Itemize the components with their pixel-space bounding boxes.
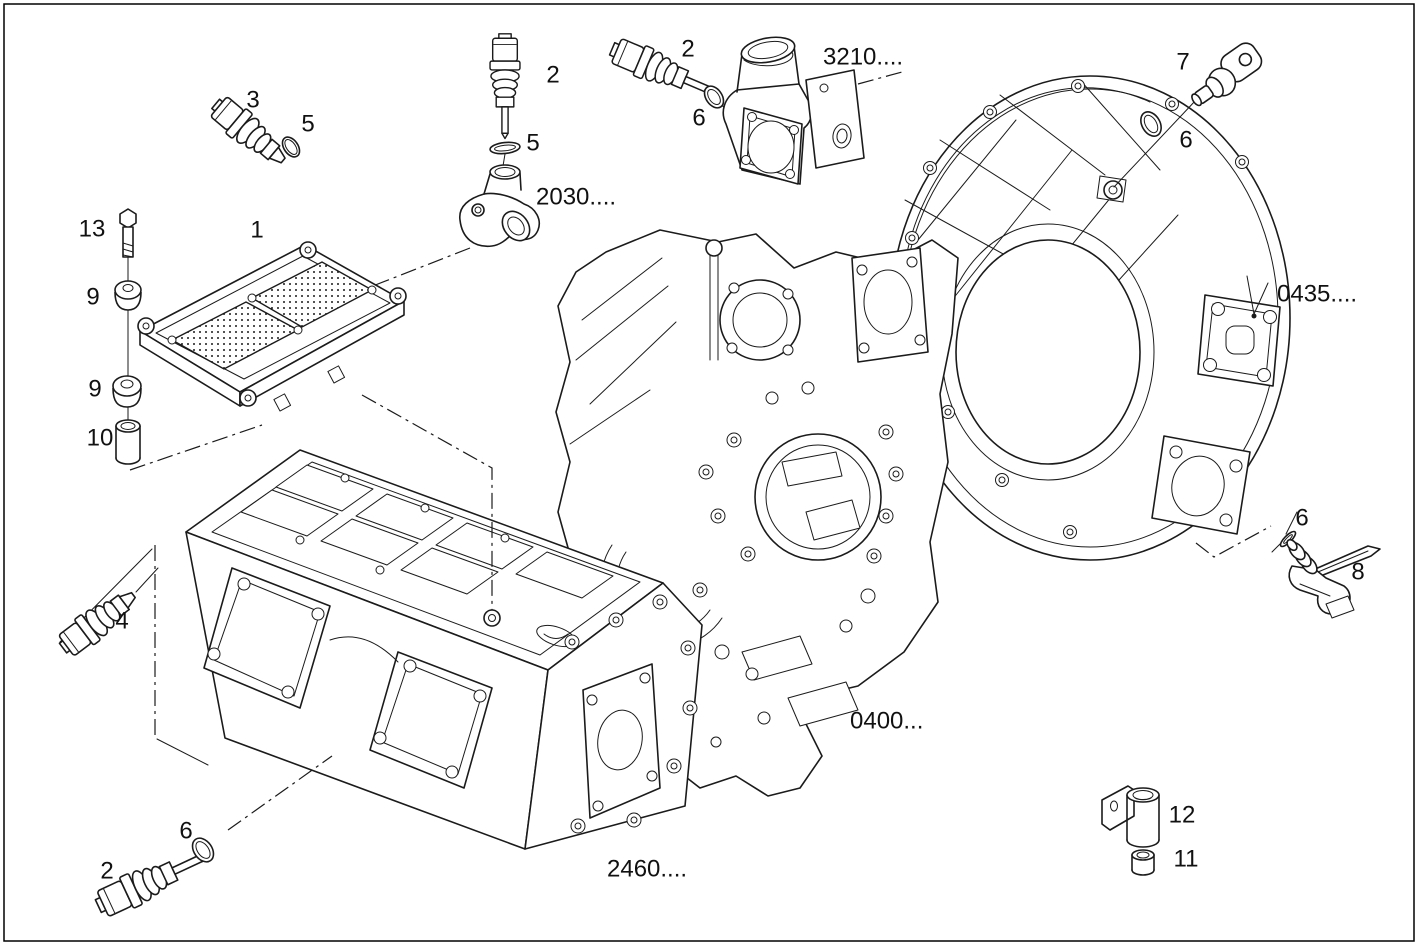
temp-sensor-2-top-drawing: [489, 33, 521, 140]
flywheel-housing-drawing: [889, 75, 1291, 561]
crankcase-end-flange: [582, 663, 661, 819]
ecu-mount-ears: [137, 241, 407, 407]
callout-9-14: 9: [86, 284, 99, 311]
block-right-flange: [851, 247, 929, 363]
grommet-upper-drawing: [114, 280, 142, 311]
crankcase-drawing: [185, 449, 703, 850]
pressure-switch-4-drawing: [52, 581, 144, 662]
page-border: [3, 3, 1415, 942]
block-cylinder-bore: [754, 433, 882, 561]
callout-7-12: 7: [1176, 49, 1189, 76]
speed-sensor-8-drawing: [1286, 538, 1381, 619]
crankcase-left-pads: [203, 567, 493, 789]
callout-5-6: 5: [301, 111, 314, 138]
callout-3-4: 3: [246, 87, 259, 114]
bush-11-drawing: [1131, 849, 1155, 876]
thermostat-housing-drawing: [722, 36, 865, 185]
o-ring-6d-drawing: [191, 837, 215, 863]
callout-6-10: 6: [1295, 505, 1308, 532]
o-ring-6b-drawing: [1140, 111, 1162, 137]
spacer-bush-drawing: [115, 419, 141, 465]
callout-2-2: 2: [681, 36, 694, 63]
grommet-lower-drawing: [112, 375, 142, 408]
o-ring-5a-drawing: [281, 136, 301, 158]
bracket-12-drawing: [1101, 785, 1160, 848]
group-ref-0400-3: 0400...: [850, 708, 923, 735]
housing-bolt-holes: [905, 79, 1249, 539]
speed-sensor-7-drawing: [1191, 42, 1263, 107]
bolt-drawing: [119, 208, 137, 258]
callout-12-18: 12: [1169, 802, 1196, 829]
o-ring-5b-drawing: [489, 141, 521, 155]
group-ref-2460-4: 2460....: [607, 856, 687, 883]
block-bolt-holes: [692, 381, 904, 748]
callout-6-8: 6: [692, 105, 705, 132]
crankcase-end-bolts: [564, 594, 698, 834]
group-ref-2030-0: 2030....: [536, 184, 616, 211]
group-ref-0435-2: 0435....: [1277, 281, 1357, 308]
callout-11-17: 11: [1174, 846, 1199, 873]
ecu-drawing: [137, 241, 407, 412]
housing-bottom-pad: [1151, 435, 1251, 535]
block-top-flange: [719, 279, 801, 361]
callout-2-1: 2: [546, 62, 559, 89]
callout-5-7: 5: [526, 130, 539, 157]
callout-8-13: 8: [1351, 559, 1364, 586]
callout-4-5: 4: [115, 608, 128, 635]
callout-9-15: 9: [88, 376, 101, 403]
elbow-fitting-drawing: [459, 164, 540, 247]
callout-1-0: 1: [250, 217, 263, 244]
group-ref-labels: 2030.... 3210.... 0435.... 0400... 2460....: [536, 44, 1357, 883]
callout-6-11: 6: [179, 818, 192, 845]
housing-side-pad: [1197, 294, 1281, 387]
callout-13-19: 13: [79, 216, 106, 243]
callout-6-9: 6: [1179, 127, 1192, 154]
group-ref-3210-1: 3210....: [823, 44, 903, 71]
o-ring-6a-drawing: [703, 85, 725, 109]
callout-2-3: 2: [100, 858, 113, 885]
callout-10-16: 10: [87, 425, 114, 452]
